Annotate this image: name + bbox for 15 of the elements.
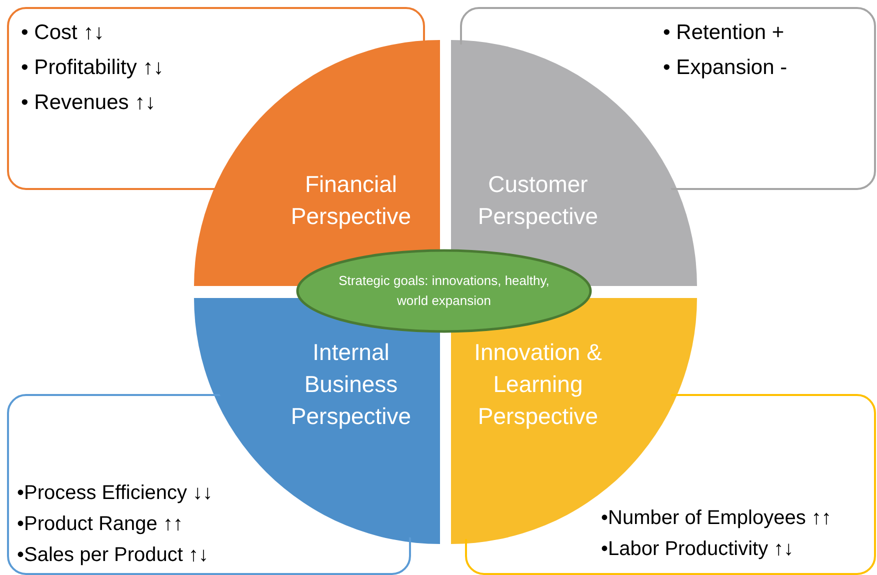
bullet-item: •Process Efficiency ↓↓ [17,482,213,505]
bullet-item: • Retention + [663,21,784,45]
bullet-item: • Cost ↑↓ [21,21,104,45]
perspective-label: Financial Perspective [290,170,412,231]
bullet-item: •Labor Productivity ↑↓ [601,538,794,561]
bullet-item: •Number of Employees ↑↑ [601,507,832,530]
bullet-item: •Product Range ↑↑ [17,513,183,536]
perspective-label: Innovation & Learning Perspective [473,338,603,431]
perspective-label: Customer Perspective [476,170,600,231]
bullet-item: • Revenues ↑↓ [21,91,156,115]
bullet-item: • Profitability ↑↓ [21,56,164,80]
bullet-item: •Sales per Product ↑↓ [17,544,209,567]
goals-text: Strategic goals: innovations, healthy, world expansion [338,272,550,310]
bullet-item: • Expansion - [663,56,788,80]
perspective-label: Internal Business Perspective [290,338,412,431]
